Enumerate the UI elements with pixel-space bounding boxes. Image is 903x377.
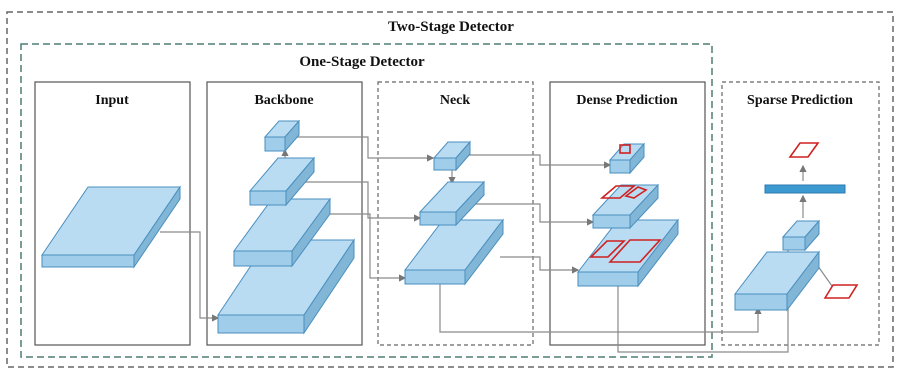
neck-box-3: [434, 142, 470, 170]
two-stage-title: Two-Stage Detector: [388, 19, 514, 35]
dense-prediction-title: Dense Prediction: [576, 93, 677, 108]
neck-box-2: [420, 182, 484, 225]
sparse-red-box-top: [790, 143, 818, 157]
sparse-box-main: [735, 252, 819, 310]
neck-box-1: [405, 220, 503, 284]
sparse-red-box-bottom: [825, 285, 857, 298]
one-stage-title: One-Stage Detector: [299, 54, 425, 70]
input-title: Input: [95, 93, 129, 108]
backbone-title: Backbone: [254, 93, 313, 108]
sparse-prediction-bar: [765, 185, 845, 193]
neck-title: Neck: [440, 93, 471, 108]
sparse-prediction-title: Sparse Prediction: [747, 93, 853, 108]
sparse-box-small: [783, 221, 819, 250]
